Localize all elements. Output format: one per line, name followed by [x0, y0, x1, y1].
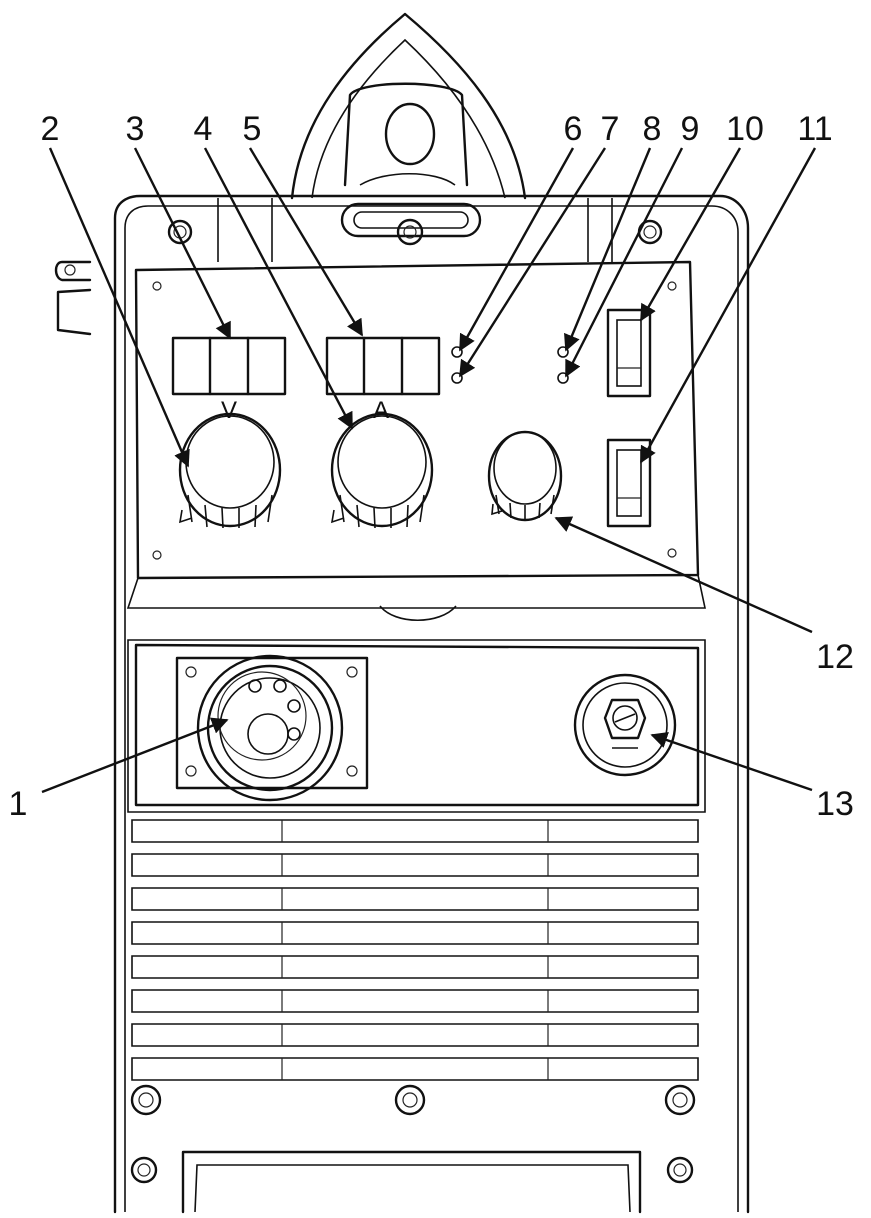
callout-11: 11: [797, 110, 832, 148]
control-panel: [126, 260, 706, 622]
grille-slat: [131, 921, 699, 945]
connector-panel: [127, 639, 706, 813]
dinse-socket: [573, 673, 677, 777]
callout-5: 5: [243, 110, 262, 148]
leader-5: [248, 147, 364, 337]
indicator-leds: [451, 346, 569, 384]
grille-slat: [131, 1023, 699, 1047]
voltage-display: [171, 336, 287, 396]
current-knob: [330, 412, 434, 529]
callout-12: 12: [816, 638, 854, 676]
rocker-switch-lower: [606, 438, 652, 528]
leader-lines: [41, 147, 817, 794]
callout-4: 4: [194, 110, 213, 148]
callout-13: 13: [816, 785, 854, 823]
callout-1: 1: [9, 785, 28, 823]
callout-2: 2: [41, 110, 60, 148]
leader-10: [639, 147, 742, 322]
leader-13: [650, 731, 813, 792]
small-knob: [487, 430, 563, 522]
top-handle: [290, 12, 527, 246]
callout-7: 7: [601, 110, 620, 148]
callout-labels: 2 3 4 5 6 7 8 9 10 11 12 13 1: [9, 110, 854, 823]
current-unit-label: A: [373, 397, 389, 424]
voltage-knob: [178, 412, 282, 529]
voltage-unit-label: V: [221, 397, 237, 424]
bottom-hardware: [130, 1084, 696, 1214]
grille-slat: [131, 819, 699, 843]
grille-slat: [131, 1057, 699, 1081]
grille-slat: [131, 887, 699, 911]
euro-torch-connector: [196, 654, 344, 802]
leader-2: [48, 147, 190, 468]
leader-8: [564, 147, 652, 352]
leader-4: [203, 147, 354, 430]
rocker-switch-upper: [606, 308, 652, 398]
grille-slat: [131, 989, 699, 1013]
callout-8: 8: [643, 110, 662, 148]
callout-9: 9: [681, 110, 700, 148]
ventilation-grille: [131, 819, 699, 1081]
grille-slat: [131, 955, 699, 979]
grille-slat: [131, 853, 699, 877]
callout-6: 6: [564, 110, 583, 148]
leader-9: [564, 147, 684, 378]
welder-casing: [54, 194, 750, 1214]
callout-10: 10: [726, 110, 764, 148]
leader-11: [639, 147, 817, 464]
leader-12: [554, 516, 813, 634]
callout-3: 3: [126, 110, 145, 148]
leader-1: [41, 717, 229, 794]
leader-3: [133, 147, 232, 340]
current-display: [325, 336, 441, 396]
leader-6: [458, 147, 575, 352]
leader-7: [458, 147, 607, 378]
